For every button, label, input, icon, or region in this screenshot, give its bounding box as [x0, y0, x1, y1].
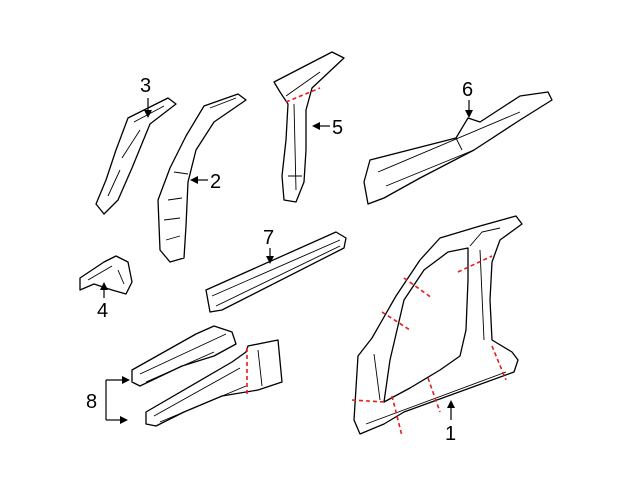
part-2-a-pillar [157, 93, 247, 263]
cut-lines [246, 87, 507, 437]
part-5-b-pillar [273, 51, 345, 203]
cut-line-roof-rail [457, 255, 493, 273]
cut-line-front-pillar [351, 399, 385, 403]
callout-4: 4 [97, 300, 108, 322]
callout-1: 1 [445, 423, 456, 445]
part-7-rocker-reinforcement [205, 231, 347, 313]
callout-7: 7 [263, 227, 274, 249]
cut-line-upper-roof-b [381, 311, 411, 331]
callout-2: 2 [210, 171, 221, 193]
cut-line-mid-sill [427, 377, 441, 413]
cut-line-upper-roof-a [403, 277, 433, 299]
cut-line-rear-sill [491, 345, 507, 381]
part-1-body-side [353, 215, 523, 435]
callout-6: 6 [462, 79, 473, 101]
part-4-bracket [79, 255, 133, 295]
callout-5: 5 [332, 117, 343, 139]
callout-3: 3 [140, 75, 151, 97]
part-6-rocker-outer [363, 91, 553, 205]
callout-8: 8 [86, 391, 97, 413]
leaders [100, 98, 473, 424]
part-8-sill-lower [145, 339, 283, 427]
part-8-sill-upper [131, 325, 237, 387]
cut-line-b-pillar [285, 87, 321, 103]
